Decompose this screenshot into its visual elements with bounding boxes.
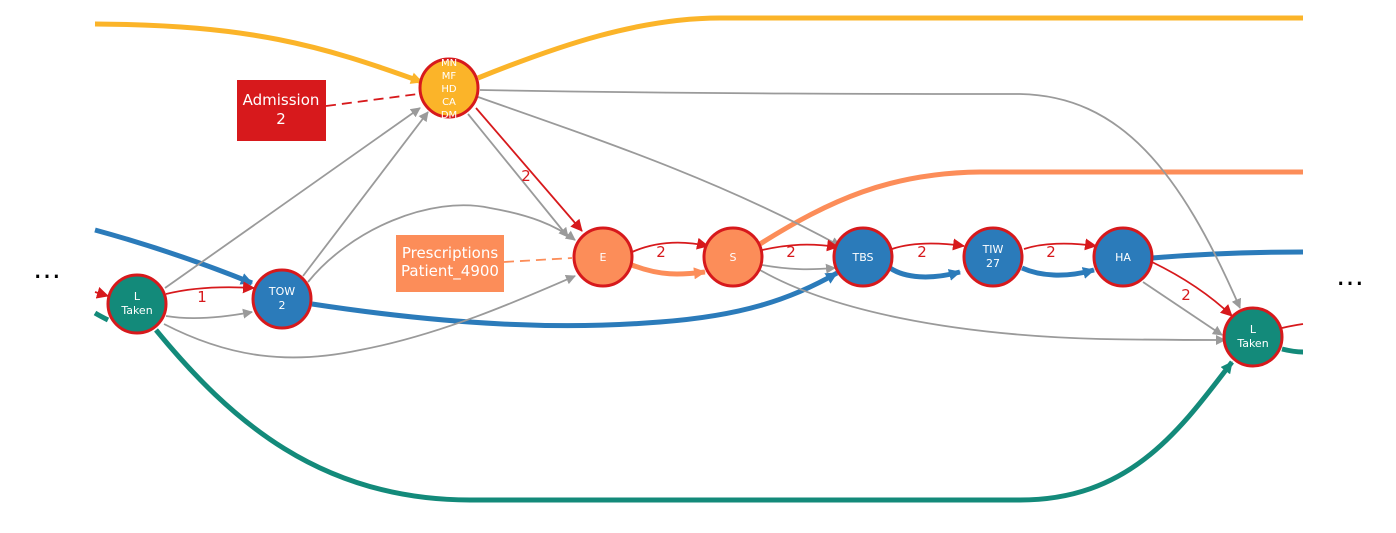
left-continuation-ellipsis: …	[33, 252, 61, 285]
edge-red-ha-ltaken	[1151, 261, 1233, 317]
edge-ltaken-tow	[165, 308, 253, 319]
edge-red-e-s	[631, 237, 709, 253]
node-l-taken-right-line1: L	[1250, 323, 1257, 336]
node-admission-line5: DM	[441, 110, 457, 121]
prescription-connector	[503, 257, 573, 263]
node-tiw-27-line2: 27	[986, 257, 1000, 270]
node-e-label: E	[600, 251, 607, 264]
node-l-taken-left-line1: L	[134, 290, 141, 303]
node-admission-line2: MF	[442, 71, 457, 82]
trajectory-teal	[93, 310, 1304, 503]
dashed-connectors	[325, 93, 573, 263]
right-continuation-ellipsis: …	[1336, 259, 1364, 292]
node-ha-label: HA	[1115, 251, 1131, 264]
yellow-path-out	[477, 15, 1303, 81]
edge-red-s-tbs	[761, 239, 839, 252]
blue-path-tow-tbs	[311, 270, 839, 329]
edge-label-tbs-tiw: 2	[917, 243, 927, 261]
blue-path-in	[94, 227, 253, 286]
yellow-path-in	[94, 21, 423, 85]
node-tbs-label: TBS	[851, 251, 873, 264]
teal-path-in	[93, 310, 110, 323]
edge-admission-ltaken	[479, 89, 1241, 309]
edge-label-admission-e: 2	[521, 167, 531, 185]
red-edges	[94, 107, 1304, 329]
prescriptions-label-line2: Patient_4900	[401, 262, 499, 281]
admission-label-line1: Admission	[243, 91, 320, 109]
edge-red-out	[1281, 323, 1304, 329]
node-l-taken-right-line2: Taken	[1236, 337, 1268, 350]
node-admission-line4: CA	[442, 97, 456, 108]
orange-path-es	[631, 262, 706, 280]
gray-edges	[163, 89, 1241, 359]
edge-ltaken-admission	[164, 107, 421, 289]
node-tbs[interactable]: TBS	[832, 226, 894, 288]
admission-label-box: Admission 2	[237, 80, 326, 141]
trajectory-blue	[94, 227, 1304, 329]
edge-red-tbs-tiw	[891, 238, 965, 251]
edge-label-s-tbs: 2	[786, 243, 796, 261]
orange-path-out	[758, 169, 1303, 247]
edge-ltaken-e	[163, 275, 576, 359]
edge-red-tiw-ha	[1023, 238, 1097, 251]
edge-admission-e	[467, 113, 569, 238]
edge-s-ltaken	[759, 269, 1226, 345]
trajectory-prescription	[631, 169, 1303, 280]
admission-connector	[325, 93, 419, 107]
teal-path-long	[154, 328, 1234, 503]
teal-path-out	[1281, 346, 1304, 355]
trajectory-admission	[94, 15, 1303, 85]
node-tow-2-line2: 2	[279, 299, 286, 312]
node-l-taken-right[interactable]: L Taken	[1222, 306, 1284, 368]
node-tow-2[interactable]: TOW 2	[251, 268, 313, 330]
edge-label-e-s: 2	[656, 243, 666, 261]
blue-path-out	[1151, 249, 1304, 261]
node-s[interactable]: S	[702, 226, 764, 288]
edge-red-ltaken-tow	[165, 281, 255, 295]
node-l-taken-left-line2: Taken	[120, 304, 152, 317]
edge-red-admission-e	[475, 107, 583, 232]
node-admission-line3: HD	[441, 84, 457, 95]
edge-label-tiw-ha: 2	[1046, 243, 1056, 261]
node-tiw-27[interactable]: TIW 27	[962, 226, 1024, 288]
node-e[interactable]: E	[572, 226, 634, 288]
edge-label-ltaken-tow: 1	[197, 288, 207, 306]
node-ha[interactable]: HA	[1092, 226, 1154, 288]
blue-path-tiw-ha	[1020, 265, 1095, 279]
node-tow-2-line1: TOW	[268, 285, 295, 298]
prescriptions-label-box: Prescriptions Patient_4900	[396, 235, 504, 292]
node-tiw-27-line1: TIW	[982, 243, 1004, 256]
node-admission-line1: MN	[441, 58, 457, 69]
edge-s-tbs	[761, 263, 836, 274]
edge-label-ha-ltaken: 2	[1181, 286, 1191, 304]
admission-label-line2: 2	[276, 110, 286, 128]
edge-ha-ltaken	[1142, 281, 1223, 336]
edge-tow-admission	[302, 111, 429, 277]
edge-red-in	[94, 287, 109, 299]
node-l-taken-left[interactable]: L Taken	[106, 273, 168, 335]
prescriptions-label-line1: Prescriptions	[402, 244, 498, 262]
edge-labels: 1 2 2 2 2 2 2	[197, 167, 1191, 306]
blue-path-tbs-tiw	[888, 265, 961, 281]
edge-tow-e	[307, 204, 576, 283]
node-s-label: S	[730, 251, 737, 264]
edge-admission-tbs	[477, 96, 841, 247]
node-admission[interactable]: MN MF HD CA DM	[418, 57, 480, 121]
